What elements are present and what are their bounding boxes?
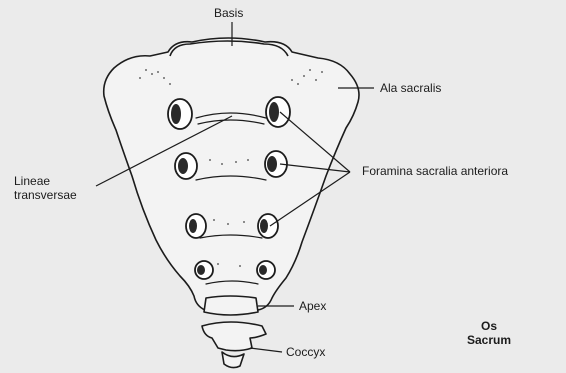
label-ala-sacralis: Ala sacralis — [380, 81, 441, 95]
label-apex: Apex — [299, 299, 326, 313]
title-os: Os — [474, 319, 504, 333]
label-basis: Basis — [214, 6, 243, 20]
apex-shape — [204, 296, 258, 315]
label-coccyx: Coccyx — [286, 345, 325, 359]
sacrum-outline — [104, 38, 359, 310]
label-foramina: Foramina sacralia anteriora — [362, 164, 508, 178]
leader-coccyx — [250, 348, 282, 352]
label-lineae: Lineae — [14, 174, 50, 188]
coccyx-shape — [202, 322, 266, 351]
label-transversae: transversae — [14, 188, 77, 202]
title-sacrum: Sacrum — [466, 333, 512, 347]
coccyx-tip — [222, 352, 244, 368]
